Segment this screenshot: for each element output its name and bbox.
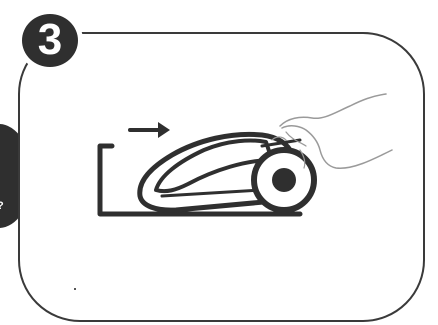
step-badge: 3	[17, 9, 83, 72]
robot-mower-icon	[137, 131, 317, 213]
hand-icon	[271, 93, 393, 169]
side-tab-mark: ?	[0, 201, 4, 212]
arrow-right-icon	[128, 122, 170, 138]
step-number: 3	[37, 14, 63, 64]
docking-station-icon	[97, 143, 303, 217]
decorative-dot	[74, 288, 76, 290]
